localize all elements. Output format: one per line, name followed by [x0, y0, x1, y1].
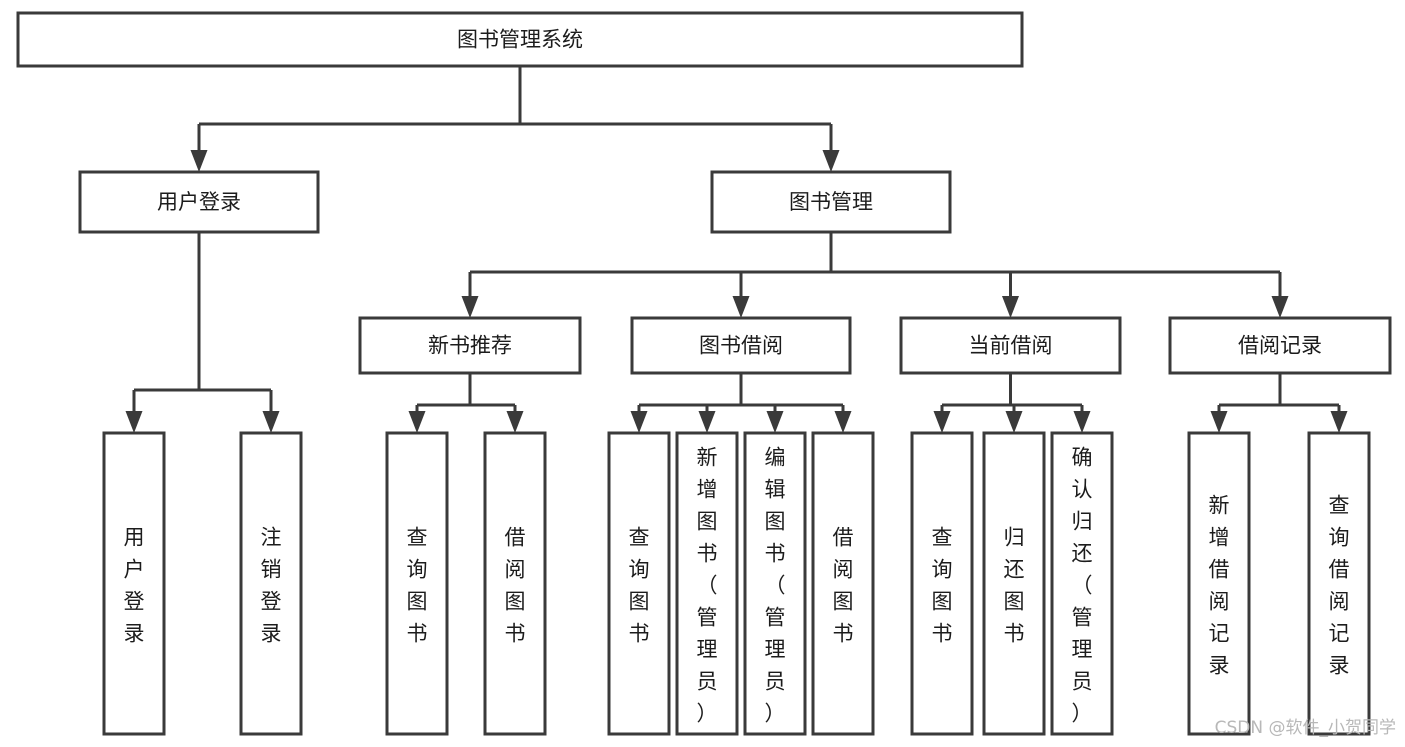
node-box [16, 11, 1024, 68]
node-label: 查询图书 [407, 525, 428, 645]
arrow-head-icon [461, 296, 479, 318]
node-leaf-user-login[interactable]: 用户登录 [102, 431, 166, 736]
arrow-head-icon [1073, 411, 1091, 433]
node-label: 查询图书 [629, 525, 650, 645]
node-leaf-edit-book[interactable]: 编辑图书（管理员） [743, 431, 807, 736]
node-new-book-rec[interactable]: 新书推荐 [358, 316, 582, 375]
node-box [1307, 431, 1371, 736]
node-label: 用户登录 [157, 190, 241, 214]
node-label: 图书管理 [789, 190, 873, 214]
node-box [1187, 431, 1251, 736]
arrow-head-icon [1210, 411, 1228, 433]
node-box [358, 316, 582, 375]
arrow-head-icon [1005, 411, 1023, 433]
node-box [102, 431, 166, 736]
node-leaf-query-book-3[interactable]: 查询图书 [910, 431, 974, 736]
node-current-borrow[interactable]: 当前借阅 [899, 316, 1122, 375]
arrow-head-icon [834, 411, 852, 433]
node-user-login[interactable]: 用户登录 [78, 170, 320, 234]
node-leaf-add-book[interactable]: 新增图书（管理员） [675, 431, 739, 736]
node-box [910, 431, 974, 736]
node-label: 编辑图书（管理员） [765, 445, 786, 725]
node-box [982, 431, 1046, 736]
node-leaf-return-book[interactable]: 归还图书 [982, 431, 1046, 736]
node-box [743, 431, 807, 736]
node-box [630, 316, 852, 375]
arrow-head-icon [630, 411, 648, 433]
arrow-head-icon [933, 411, 951, 433]
arrow-head-icon [408, 411, 426, 433]
node-label: 借阅图书 [833, 525, 854, 645]
node-label: 查询借阅记录 [1329, 493, 1350, 677]
arrow-head-icon [506, 411, 524, 433]
node-box [710, 170, 952, 234]
node-label: 图书借阅 [699, 334, 783, 358]
node-label: 查询图书 [932, 525, 953, 645]
node-label: 用户登录 [124, 525, 145, 645]
node-label: 归还图书 [1004, 525, 1025, 645]
node-label: 借阅图书 [505, 525, 526, 645]
node-box [483, 431, 547, 736]
node-label: 确认归还（管理员） [1072, 445, 1093, 725]
arrow-head-icon [732, 296, 750, 318]
node-borrow-record[interactable]: 借阅记录 [1168, 316, 1392, 375]
node-leaf-query-book-1[interactable]: 查询图书 [385, 431, 449, 736]
node-box [385, 431, 449, 736]
node-label: 图书管理系统 [457, 28, 583, 52]
watermark-label: CSDN @软件_小贺同学 [1215, 718, 1396, 738]
node-label: 新书推荐 [428, 334, 512, 358]
arrow-head-icon [822, 150, 840, 172]
node-layer: 图书管理系统用户登录图书管理新书推荐图书借阅当前借阅借阅记录用户登录注销登录查询… [16, 11, 1392, 736]
node-leaf-borrow-book-1[interactable]: 借阅图书 [483, 431, 547, 736]
node-box [239, 431, 303, 736]
node-label: 新增借阅记录 [1209, 493, 1230, 677]
node-root[interactable]: 图书管理系统 [16, 11, 1024, 68]
node-box [899, 316, 1122, 375]
arrow-head-icon [262, 411, 280, 433]
node-leaf-confirm-return[interactable]: 确认归还（管理员） [1050, 431, 1114, 736]
arrow-head-icon [1271, 296, 1289, 318]
node-leaf-query-book-2[interactable]: 查询图书 [607, 431, 671, 736]
arrow-head-icon [1330, 411, 1348, 433]
arrow-head-icon [190, 150, 208, 172]
node-leaf-logout[interactable]: 注销登录 [239, 431, 303, 736]
node-leaf-query-record[interactable]: 查询借阅记录 [1307, 431, 1371, 736]
node-box [811, 431, 875, 736]
node-label: 借阅记录 [1238, 334, 1322, 358]
connector-layer [125, 66, 1348, 433]
node-box [675, 431, 739, 736]
arrow-head-icon [1002, 296, 1019, 318]
node-box [607, 431, 671, 736]
node-leaf-borrow-book-2[interactable]: 借阅图书 [811, 431, 875, 736]
node-box [1168, 316, 1392, 375]
arrow-head-icon [698, 411, 716, 433]
node-label: 新增图书（管理员） [697, 445, 718, 725]
node-book-mgmt[interactable]: 图书管理 [710, 170, 952, 234]
node-book-borrow[interactable]: 图书借阅 [630, 316, 852, 375]
node-leaf-add-record[interactable]: 新增借阅记录 [1187, 431, 1251, 736]
node-box [1050, 431, 1114, 736]
arrow-head-icon [766, 411, 784, 433]
arrow-head-icon [125, 411, 143, 433]
node-box [78, 170, 320, 234]
node-label: 当前借阅 [969, 334, 1053, 358]
node-label: 注销登录 [261, 525, 282, 645]
